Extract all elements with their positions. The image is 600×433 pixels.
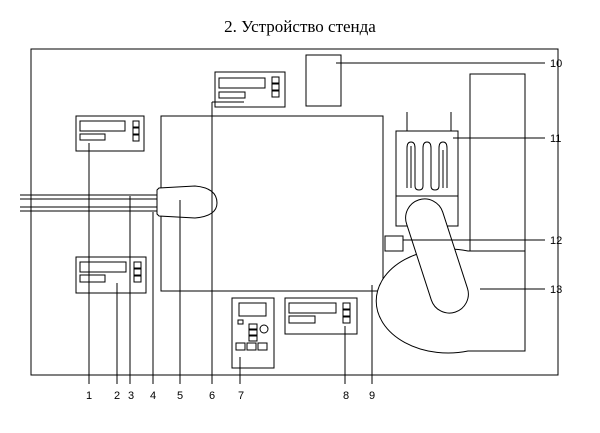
callout-10: 10 — [550, 58, 562, 70]
callout-labels: 1 2 3 4 5 6 7 8 9 10 11 12 13 — [86, 58, 562, 402]
callout-7: 7 — [238, 390, 244, 402]
diagram-title: 2. Устройство стенда — [224, 17, 376, 36]
callout-1: 1 — [86, 390, 92, 402]
callout-5: 5 — [177, 390, 183, 402]
unit-box-10 — [305, 54, 342, 107]
sensor-box — [384, 235, 404, 252]
leader-lines — [88, 62, 545, 384]
meter-bottom-center — [284, 297, 358, 335]
callout-9: 9 — [369, 390, 375, 402]
controller-panel — [231, 297, 275, 369]
pipes — [20, 194, 160, 212]
rotating-arm — [405, 198, 469, 314]
callout-6: 6 — [209, 390, 215, 402]
callout-8: 8 — [343, 390, 349, 402]
callout-4: 4 — [150, 390, 156, 402]
callout-3: 3 — [128, 390, 134, 402]
callout-12: 12 — [550, 235, 562, 247]
meter-top-left — [75, 115, 145, 152]
meter-bottom-left — [75, 256, 147, 294]
callout-11: 11 — [550, 133, 561, 145]
callout-13: 13 — [550, 284, 562, 296]
nozzle-head — [156, 185, 218, 219]
callout-2: 2 — [114, 390, 120, 402]
meter-top-center — [214, 71, 286, 108]
